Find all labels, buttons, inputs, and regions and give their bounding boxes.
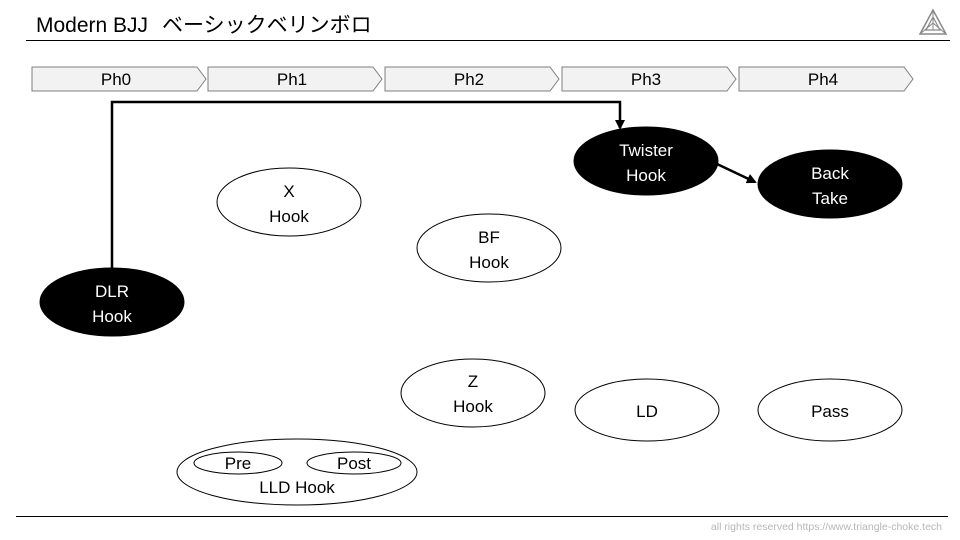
node-ld: LD	[574, 378, 720, 442]
svg-text:Back: Back	[811, 164, 849, 183]
phase-label: Ph2	[454, 70, 484, 89]
phase-chevron-ph2: Ph2	[384, 66, 560, 92]
svg-text:DLR: DLR	[95, 282, 129, 301]
phase-chevron-ph0: Ph0	[31, 66, 207, 92]
svg-text:Hook: Hook	[469, 253, 509, 272]
logo-icon	[918, 8, 948, 35]
svg-text:Twister: Twister	[619, 141, 673, 160]
subtitle-text: ベーシックベリンボロ	[162, 14, 372, 37]
header-divider	[26, 40, 950, 41]
svg-text:Pre: Pre	[225, 454, 251, 473]
node-pass: Pass	[757, 378, 903, 442]
node-x-hook: X Hook	[216, 167, 362, 237]
svg-text:Hook: Hook	[92, 307, 132, 326]
footer-text: all rights reserved https://www.triangle…	[710, 521, 942, 533]
node-lld-pre: Pre	[193, 451, 283, 475]
phase-chevron-ph1: Ph1	[207, 66, 383, 92]
phase-label: Ph4	[808, 70, 838, 89]
svg-text:LD: LD	[636, 402, 658, 421]
node-z-hook: Z Hook	[400, 358, 546, 428]
node-bf-hook: BF Hook	[416, 213, 562, 283]
node-dlr-hook: DLR Hook	[39, 267, 185, 337]
svg-text:Hook: Hook	[626, 166, 666, 185]
svg-text:Post: Post	[337, 454, 371, 473]
node-lld-post: Post	[306, 451, 402, 475]
title-text: Modern BJJ	[36, 14, 149, 37]
node-twister-hook: Twister Hook	[573, 126, 719, 196]
connector-dlr-to-twister	[110, 100, 625, 272]
svg-text:Hook: Hook	[453, 397, 493, 416]
svg-text:BF: BF	[478, 228, 500, 247]
phase-chevron-ph4: Ph4	[738, 66, 914, 92]
phase-chevron-ph3: Ph3	[561, 66, 737, 92]
svg-text:Take: Take	[812, 189, 848, 208]
footer-divider	[16, 516, 948, 517]
page-title: Modern BJJ ベーシックベリンボロ	[36, 12, 372, 40]
svg-text:Pass: Pass	[811, 402, 849, 421]
node-lld-label: LLD Hook	[259, 478, 335, 497]
phase-bar: Ph0 Ph1 Ph2 Ph3 Ph4	[31, 66, 914, 92]
node-lld-hook: Pre Post LLD Hook	[176, 438, 418, 506]
node-back-take: Back Take	[757, 149, 903, 219]
svg-text:X: X	[283, 182, 294, 201]
phase-label: Ph3	[631, 70, 661, 89]
svg-text:Z: Z	[468, 372, 478, 391]
phase-label: Ph1	[277, 70, 307, 89]
svg-text:Hook: Hook	[269, 207, 309, 226]
flow-diagram: Ph0 Ph1 Ph2 Ph3 Ph4 X Hook BF Hook	[31, 66, 914, 506]
connector-twister-to-back	[716, 162, 757, 184]
phase-label: Ph0	[101, 70, 131, 89]
